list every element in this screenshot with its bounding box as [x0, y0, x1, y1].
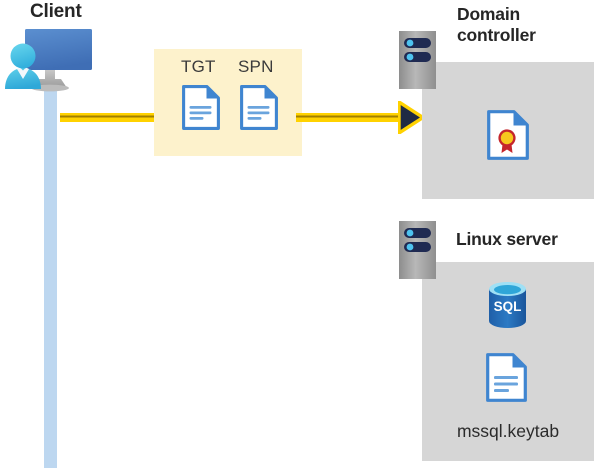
domain-controller-label: Domain controller [457, 4, 536, 45]
tgt-label: TGT [181, 57, 216, 76]
spn-document-icon [240, 85, 278, 130]
svg-text:SQL: SQL [494, 299, 522, 314]
keytab-document-icon [486, 353, 527, 402]
sql-database-icon: SQL [486, 280, 529, 330]
flow-arrow-segment-right [296, 113, 406, 122]
flow-arrowhead-icon [397, 100, 425, 135]
tgt-document-icon [182, 85, 220, 130]
linux-server-label: Linux server [456, 229, 558, 249]
client-label: Client [30, 1, 82, 22]
spn-label: SPN [238, 57, 274, 76]
client-lifeline [44, 83, 57, 468]
certificate-document-icon [487, 110, 529, 160]
token-highlight-box [154, 49, 302, 156]
user-computer-icon [2, 26, 102, 94]
domain-controller-server-rack-icon [399, 31, 436, 89]
keytab-filename-label: mssql.keytab [456, 421, 560, 441]
flow-arrow-segment-left [60, 113, 156, 122]
linux-server-rack-icon [399, 221, 436, 279]
